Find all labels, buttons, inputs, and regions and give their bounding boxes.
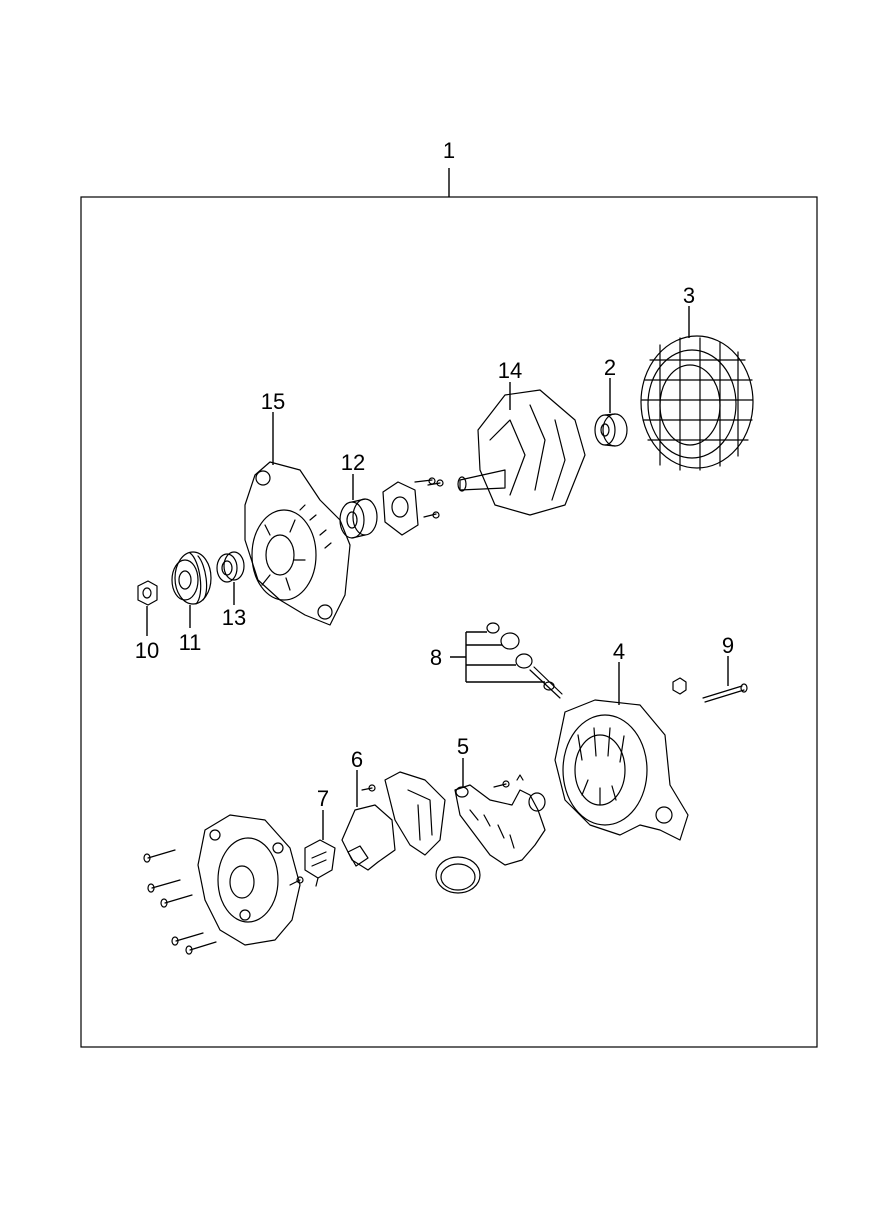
through-bolt-part [672,677,748,703]
stator-part [640,335,754,471]
callout-10: 10 [135,638,159,663]
assembly-frame [80,196,818,1048]
callout-12: 12 [341,450,365,475]
callout-15: 15 [261,389,285,414]
brush-assembly-part [289,839,336,887]
callout-14: 14 [498,358,522,383]
rear-bearing-part [594,413,628,447]
callout-7: 7 [317,786,329,811]
leader-8 [450,631,545,683]
callout-3: 3 [683,283,695,308]
callout-5: 5 [457,734,469,759]
spacer-part [216,551,245,583]
front-housing-part [244,461,351,626]
callout-6: 6 [351,747,363,772]
callout-9: 9 [722,633,734,658]
front-bearing-part [339,498,378,539]
pulley-part [171,551,212,605]
rear-housing-part [554,699,689,841]
bearing-retainer-plate [382,481,419,536]
callout-11: 11 [179,630,202,655]
callout-4: 4 [613,639,625,664]
callout-13: 13 [222,605,246,630]
retaining-clip [435,856,481,894]
callout-1: 1 [443,138,455,163]
rotor-part [457,389,586,516]
pulley-nut-part [137,580,158,606]
rectifier-part [454,774,546,866]
callout-8: 8 [430,645,442,670]
retainer-screws [414,477,444,519]
rear-cover-part [143,814,301,955]
callout-2: 2 [604,355,616,380]
regulator-part [341,771,446,871]
terminal-kit-part [486,622,563,699]
